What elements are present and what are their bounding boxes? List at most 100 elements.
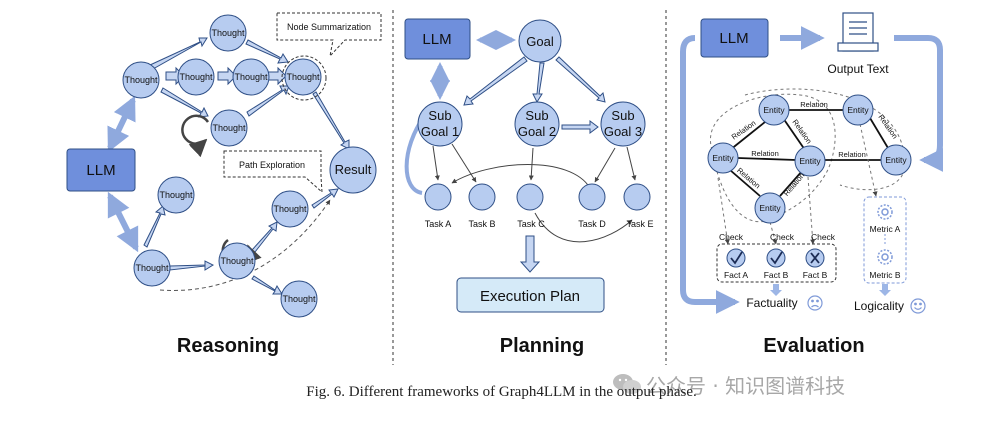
task-label: Task D (578, 219, 606, 229)
thought-node: Thought (212, 123, 246, 133)
edge-arrow (463, 56, 528, 106)
logicality-label: Logicality (854, 299, 904, 313)
edge-arrow (311, 188, 339, 209)
llm-box (66, 148, 136, 192)
thought-node: Thought (211, 28, 245, 38)
down-arrow (879, 284, 891, 296)
cross-icon (810, 252, 820, 264)
subgoal2-line2: Goal 2 (518, 124, 556, 139)
check-icon (770, 251, 783, 265)
thought-node: Thought (135, 263, 169, 273)
path-exploration-callout (223, 150, 323, 194)
evaluation-panel: LLM Output Text (680, 12, 944, 357)
wechat-icon (613, 374, 641, 394)
subgoal1-line2: Goal 1 (421, 124, 459, 139)
check-label: Check (811, 232, 836, 242)
llm-box (404, 18, 471, 60)
execution-plan-label: Execution Plan (480, 288, 580, 305)
subgoal-line1: Sub (525, 108, 548, 123)
goal-label: Goal (526, 34, 554, 49)
result-node (329, 146, 377, 194)
llm-loop-arrow (680, 35, 740, 314)
edge-arrow (251, 221, 278, 253)
llm-label: LLM (422, 31, 451, 48)
subgoal3-line2: Goal 3 (604, 124, 642, 139)
figure-caption: Fig. 6. Different frameworks of Graph4LL… (306, 384, 697, 400)
metric-a-label: Metric A (870, 224, 901, 234)
entity-node: Entity (847, 105, 869, 115)
node-summarization-label: Node Summarization (287, 22, 371, 32)
fact-label: Fact B (764, 270, 789, 280)
llm-label: LLM (719, 30, 748, 47)
facts-box (716, 243, 837, 283)
edge-arrow (245, 39, 289, 64)
planning-title: Planning (500, 335, 584, 357)
entity-node: Entity (799, 156, 821, 166)
sad-face-icon (807, 295, 823, 311)
metric-b-label: Metric B (869, 270, 901, 280)
subgoal-line1: Sub (428, 108, 451, 123)
thought-node: Thought (286, 72, 320, 82)
evaluation-title: Evaluation (763, 335, 864, 357)
relation-label: Relation (800, 100, 828, 109)
edge-arrow (251, 275, 283, 295)
reasoning-panel: Thought Thought Thought Thought Thought … (66, 12, 382, 357)
check-label: Check (770, 232, 795, 242)
path-exploration-label: Path Exploration (239, 160, 305, 170)
entity-node: Entity (712, 153, 734, 163)
task-label: Task A (425, 219, 452, 229)
edge-arrow (217, 66, 237, 86)
edge-arrow (532, 62, 545, 104)
subgoal-line1: Sub (611, 108, 634, 123)
thought-node: Thought (124, 75, 158, 85)
result-label: Result (335, 162, 372, 177)
check-icon (730, 251, 743, 265)
check-label: Check (719, 232, 744, 242)
self-loop-icon (181, 114, 210, 158)
task-label: Task C (517, 219, 545, 229)
thought-node: Thought (179, 72, 213, 82)
relation-label: Relation (790, 118, 813, 146)
llm-to-thought-arrow-lower (107, 191, 139, 253)
task-label: Task B (468, 219, 495, 229)
edge-arrow (312, 91, 350, 150)
task-label: Task E (626, 219, 653, 229)
dependency-curve (534, 212, 633, 243)
edge-arrow (169, 260, 215, 271)
entity-node: Entity (885, 155, 907, 165)
entity-node: Entity (759, 203, 781, 213)
planning-panel: LLM (404, 18, 654, 357)
llm-to-thought-arrow (107, 95, 136, 153)
exploration-path (159, 199, 331, 291)
output-to-graph-arrow (894, 35, 944, 172)
edge-arrow (555, 56, 606, 103)
summarized-node-ring (281, 55, 327, 101)
thought-node: Thought (159, 190, 193, 200)
thought-node: Thought (273, 204, 307, 214)
document-icon (837, 12, 879, 52)
metrics-box (863, 196, 907, 284)
fact-label: Fact B (803, 270, 828, 280)
llm-label: LLM (86, 162, 115, 179)
dependency-curve (451, 164, 591, 189)
thought-node: Thought (234, 72, 268, 82)
relation-label: Relation (782, 171, 807, 198)
factuality-label: Factuality (746, 296, 797, 310)
llm-box (700, 18, 769, 58)
edge-arrow (246, 85, 290, 117)
thought-node: Thought (282, 294, 316, 304)
watermark-text: 公众号 · 知识图谱科技 (646, 374, 846, 398)
entity-node: Entity (763, 105, 785, 115)
node-summarization-callout (276, 12, 382, 58)
fact-label: Fact A (724, 270, 748, 280)
relation-label: Relation (838, 150, 866, 159)
subgraph-region (709, 93, 836, 223)
output-text-label: Output Text (827, 62, 889, 76)
smile-face-icon (910, 298, 926, 314)
edge-arrow (149, 37, 208, 70)
execution-plan-box (456, 277, 605, 313)
reasoning-title: Reasoning (177, 335, 279, 357)
edge-arrow (561, 120, 599, 134)
edge-arrow (143, 205, 166, 248)
